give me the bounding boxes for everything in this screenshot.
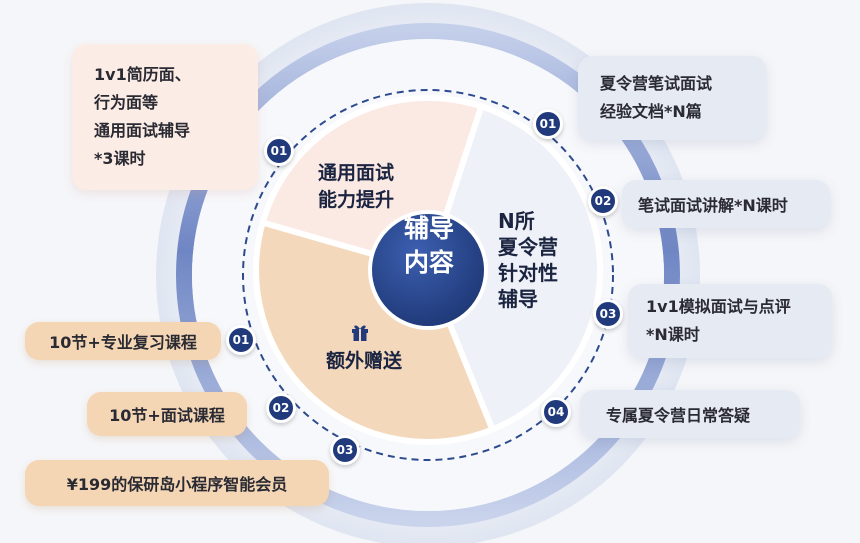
targeted-item-badge-3: 03 xyxy=(593,299,623,329)
general-item-card: 1v1简历面、 行为面等 通用面试辅导 *3课时 xyxy=(72,44,258,190)
sector-general-label: 通用面试 能力提升 xyxy=(318,162,395,211)
targeted-item-text-4: 专属夏令营日常答疑 xyxy=(606,406,751,425)
sector-targeted-label: N所 夏令营 针对性 辅导 xyxy=(498,209,558,311)
gift-icon xyxy=(352,325,368,341)
general-item-badge: 01 xyxy=(264,136,294,166)
targeted-item-badge-1: 01 xyxy=(533,109,563,139)
center-hub xyxy=(368,210,488,330)
targeted-item-text-2: 笔试面试讲解*N课时 xyxy=(638,196,788,215)
bonus-item-text-3: ¥199的保研岛小程序智能会员 xyxy=(66,475,288,494)
bonus-item-text-1: 10节+专业复习课程 xyxy=(49,333,197,352)
targeted-item-badge-2: 02 xyxy=(588,186,618,216)
bonus-item-badge-3: 03 xyxy=(330,435,360,465)
targeted-item-card-2: 笔试面试讲解*N课时 xyxy=(622,180,830,228)
sector-bonus xyxy=(253,218,497,445)
bonus-item-badge-1: 01 xyxy=(226,325,256,355)
targeted-item-badge-4: 04 xyxy=(541,397,571,427)
blue-ring xyxy=(176,23,680,527)
general-item-text: 1v1简历面、 行为面等 通用面试辅导 *3课时 xyxy=(94,65,191,168)
bonus-item-card-3: ¥199的保研岛小程序智能会员 xyxy=(25,460,329,506)
bonus-item-card-1: 10节+专业复习课程 xyxy=(25,322,221,360)
sector-bonus-label: 额外赠送 xyxy=(326,350,403,372)
dashed-orbit xyxy=(242,89,614,461)
targeted-item-text-1: 夏令营笔试面试 经验文档*N篇 xyxy=(600,74,713,121)
sector-targeted xyxy=(424,102,604,434)
targeted-item-text-3: 1v1模拟面试与点评 *N课时 xyxy=(646,297,791,344)
bonus-item-text-2: 10节+面试课程 xyxy=(109,406,225,425)
targeted-item-card-4: 专属夏令营日常答疑 xyxy=(580,390,800,438)
bonus-item-badge-2: 02 xyxy=(266,393,296,423)
targeted-item-card-3: 1v1模拟面试与点评 *N课时 xyxy=(628,284,832,358)
targeted-item-card-1: 夏令营笔试面试 经验文档*N篇 xyxy=(578,56,766,140)
bonus-item-card-2: 10节+面试课程 xyxy=(87,392,247,436)
center-title: 辅导 内容 xyxy=(403,214,454,277)
